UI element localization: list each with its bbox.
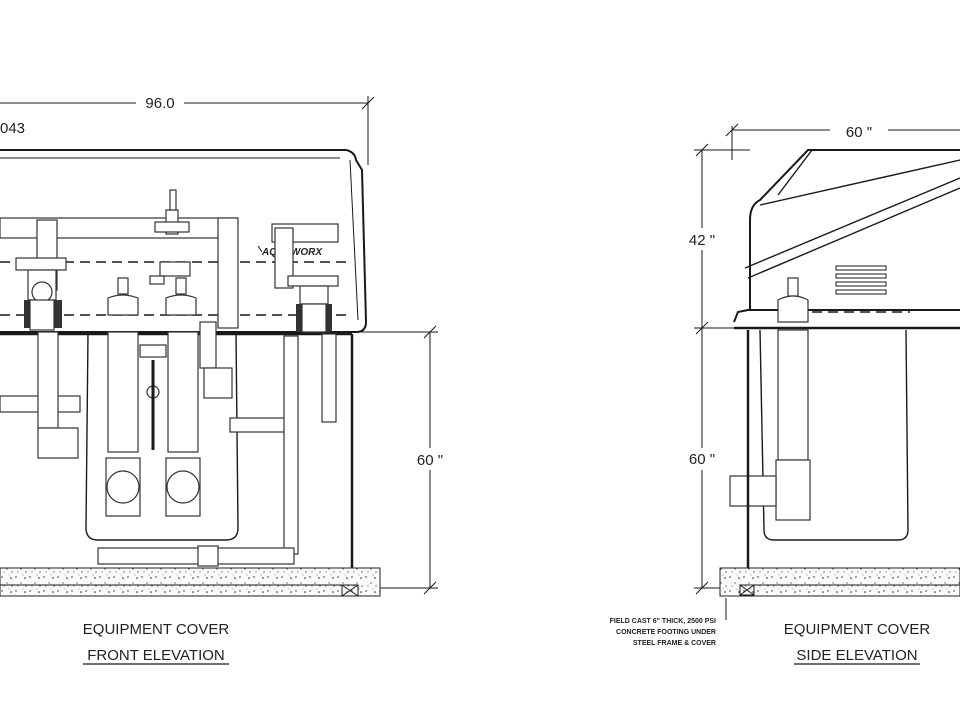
footing-note: FIELD CAST 6" THICK, 2500 PSI CONCRETE F… — [610, 598, 727, 647]
front-height-dimension: 60 " — [352, 325, 454, 595]
side-caption-title: EQUIPMENT COVER — [784, 621, 931, 638]
front-valve-left — [15, 257, 67, 331]
side-width-dimension: 60 " — [725, 120, 960, 160]
front-valve-right — [287, 275, 339, 333]
front-elevation: 96.0 043 AQUAWORX — [0, 93, 454, 665]
side-width-label: 60 " — [846, 124, 872, 141]
front-external-piping — [0, 331, 337, 567]
side-caption-subtitle: SIDE ELEVATION — [796, 647, 917, 664]
front-width-label: 96.0 — [145, 95, 174, 112]
side-height-dimensions: 42 " 60 " — [680, 143, 750, 595]
front-width-dimension: 96.0 043 — [0, 93, 375, 165]
side-concrete-footing — [719, 567, 960, 597]
front-partial-dimension-label: 043 — [0, 120, 25, 137]
front-piping — [0, 189, 339, 329]
side-cover-height-label: 42 " — [689, 232, 715, 249]
footing-note-line3: STEEL FRAME & COVER — [633, 640, 716, 647]
footing-note-line2: CONCRETE FOOTING UNDER — [616, 629, 716, 636]
side-cover-shell — [733, 149, 960, 323]
side-base-height-label: 60 " — [689, 451, 715, 468]
side-canister — [777, 277, 809, 323]
front-height-label: 60 " — [417, 452, 443, 469]
front-canister-a — [107, 277, 139, 316]
side-elevation: 60 " 42 " 60 " — [610, 120, 960, 665]
front-canister-b — [149, 261, 197, 316]
footing-note-line1: FIELD CAST 6" THICK, 2500 PSI — [610, 618, 716, 625]
front-caption-title: EQUIPMENT COVER — [83, 621, 230, 638]
side-tank — [729, 329, 909, 541]
front-caption-subtitle: FRONT ELEVATION — [87, 647, 225, 664]
front-concrete-footing — [0, 567, 381, 597]
front-tank — [85, 321, 239, 541]
